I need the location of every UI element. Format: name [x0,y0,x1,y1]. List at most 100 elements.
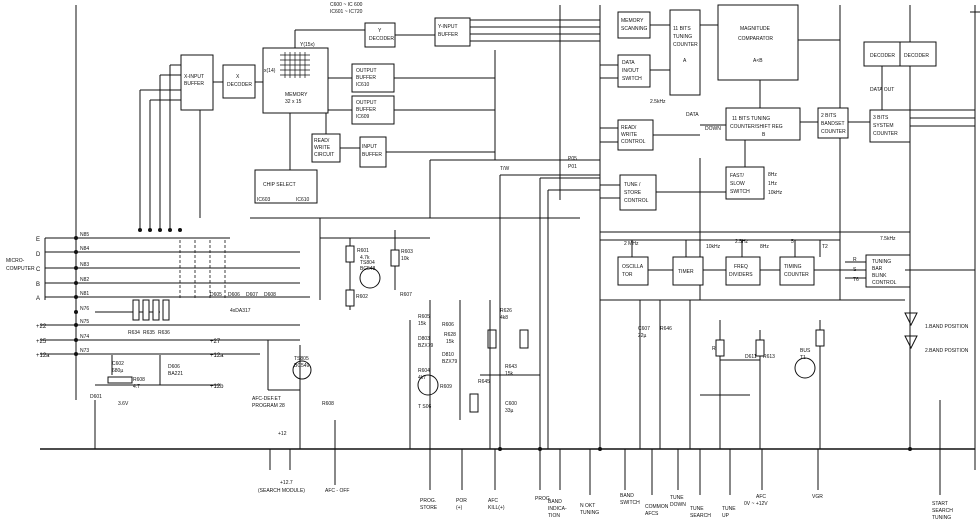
memory-scanning: MEMORY SCANNING [617,11,651,39]
oscillator: OSCILLA TOR [617,256,649,286]
svg-text:+25: +25 [36,339,47,345]
svg-text:BA221: BA221 [168,371,183,377]
micro-computer-label: MICRO- COMPUTER [6,258,35,272]
svg-text:UP: UP [722,513,730,519]
svg-text:PROGRAM 28: PROGRAM 28 [252,403,285,409]
svg-text:READ/: READ/ [314,138,330,144]
svg-text:R608: R608 [322,401,334,407]
svg-text:DOWN: DOWN [705,126,721,132]
svg-text:BUFFER: BUFFER [362,152,382,158]
svg-text:D608: D608 [264,292,276,298]
svg-text:TUNE: TUNE [722,506,736,512]
svg-text:BLINK: BLINK [872,273,887,279]
svg-text:P01: P01 [568,164,577,170]
svg-text:FAST/: FAST/ [730,173,745,179]
read-write-circuit: READ/ WRITE CIRCUIT [311,133,341,163]
svg-text:IC603: IC603 [257,197,271,203]
svg-text:R626: R626 [500,308,512,314]
svg-text:N81: N81 [80,291,89,297]
svg-text:PROG: PROG [535,496,550,502]
svg-text:PROG.: PROG. [420,498,436,504]
svg-text:COMPARATOR: COMPARATOR [738,36,773,42]
svg-text:DECODER: DECODER [904,53,929,59]
svg-text:R603: R603 [401,249,413,255]
svg-text:1Hz: 1Hz [768,181,777,187]
svg-text:TUNING: TUNING [872,259,891,265]
svg-text:COMMON: COMMON [645,504,669,510]
svg-text:2.5Hz: 2.5Hz [735,239,749,245]
svg-text:R606: R606 [442,322,454,328]
svg-text:TUNE: TUNE [690,506,704,512]
svg-text:DECODER: DECODER [870,53,895,59]
svg-text:OUTPUT: OUTPUT [356,68,377,74]
svg-text:BUFFER: BUFFER [438,32,458,38]
svg-text:CONTROL: CONTROL [621,139,646,145]
svg-text:10k: 10k [401,256,410,262]
freq-dividers: FREQ DIVIDERS [725,256,761,286]
svg-text:COMPUTER: COMPUTER [6,266,35,272]
svg-text:R645: R645 [478,379,490,385]
svg-text:TS804: TS804 [360,260,375,266]
left-pin-row [74,228,912,451]
svg-text:R604: R604 [418,368,430,374]
data-inout-switch: DATA IN/OUT SWITCH [617,54,651,88]
svg-text:WRITE: WRITE [621,132,638,138]
svg-text:IN/OUT: IN/OUT [622,68,639,74]
tuning-counter-a: 11 BITS TUNING COUNTER A [669,9,701,96]
svg-text:+12b: +12b [210,384,224,390]
svg-text:R613: R613 [763,354,775,360]
svg-text:R601: R601 [357,248,369,254]
svg-text:D803: D803 [418,336,430,342]
svg-text:BAR: BAR [872,266,883,272]
svg-text:DECODER: DECODER [369,36,394,42]
svg-text:2 MHz: 2 MHz [624,241,639,247]
svg-text:TUNING: TUNING [580,510,599,516]
x-decoder: X DECODER [222,64,256,99]
svg-text:+12a: +12a [36,353,50,359]
center-transistor-stage: R601 4.7k TS804 BC548 R603 10k R602 R607 [319,218,430,310]
svg-text:SEARCH: SEARCH [690,513,711,519]
svg-text:TS805: TS805 [294,356,309,362]
svg-text:5: 5 [791,239,794,245]
svg-text:STORE: STORE [624,190,642,196]
svg-text:D810: D810 [442,352,454,358]
svg-text:WRITE: WRITE [314,145,331,151]
read-write-control: READ/ WRITE CONTROL [617,119,654,151]
svg-text:IC610: IC610 [296,197,310,203]
timer: TIMER [672,256,704,286]
shift-register-b: 11 BITS TUNING COUNTER/SHIFT REG B [725,107,801,141]
svg-text:INPUT: INPUT [362,144,377,150]
svg-text:BUFFER: BUFFER [184,81,204,87]
svg-text:IC610: IC610 [356,82,370,88]
svg-text:(+): (+) [456,505,463,511]
tuning-bar-blink: TUNING BAR BLINK CONTROL [865,254,911,288]
svg-text:R609: R609 [440,384,452,390]
svg-text:BUFFER: BUFFER [356,107,376,113]
svg-text:R643: R643 [505,364,517,370]
svg-text:R602: R602 [356,294,368,300]
supply-rails: +22 +25 +12a +27 +12a +12b [36,324,224,390]
svg-text:SYSTEM: SYSTEM [873,123,894,129]
svg-text:B: B [762,132,766,138]
svg-text:N76: N76 [80,306,89,312]
right-labels: 2.5kHz DATA DATA OUT DOWN 2 MHz 10kHz 2.… [500,87,969,354]
x-input-buffer: X-INPUT BUFFER [180,54,214,111]
header-ref-1: C600 ~ IC 600 [330,2,363,8]
svg-text:E: E [36,237,40,243]
svg-text:D: D [36,252,41,258]
system-counter: 3 BITS SYSTEM COUNTER [869,109,911,143]
svg-text:OUTPUT: OUTPUT [356,100,377,106]
svg-text:4k8: 4k8 [500,315,508,321]
svg-text:+12: +12 [278,431,287,437]
svg-text:AFC: AFC [488,498,498,504]
svg-text:R608: R608 [133,377,145,383]
svg-text:C602: C602 [112,361,124,367]
y-input-buffer: Y-INPUT BUFFER [434,17,471,47]
svg-text:AFC: AFC [756,494,766,500]
svg-text:680µ: 680µ [112,368,123,374]
svg-text:1.BAND POSITION: 1.BAND POSITION [925,324,969,330]
svg-text:Y: Y [378,28,382,34]
svg-text:8Hz: 8Hz [760,244,769,250]
svg-text:N82: N82 [80,277,89,283]
bandset-counter: 2 BITS BANDSET COUNTER [817,107,849,139]
